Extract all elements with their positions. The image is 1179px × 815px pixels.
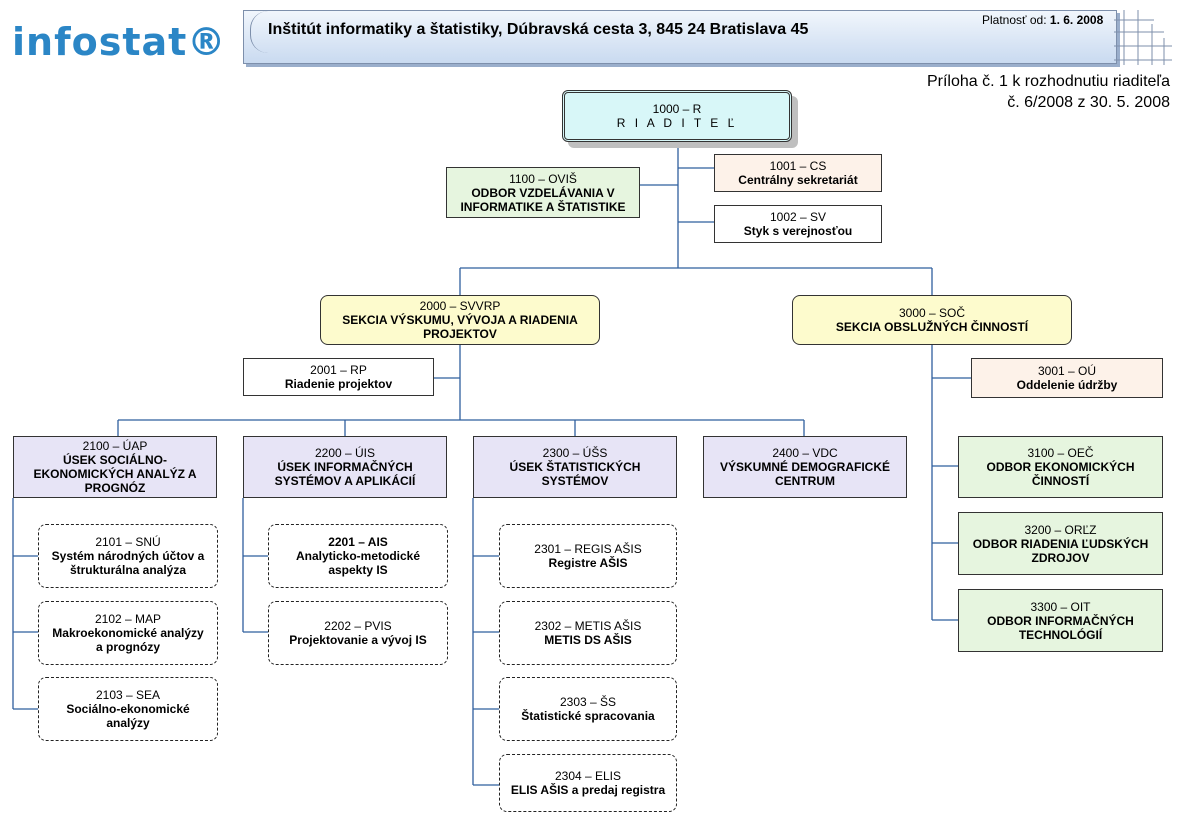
unit-name: Registre AŠIS (548, 556, 628, 570)
annex-line-1: Príloha č. 1 k rozhodnutiu riaditeľa (926, 73, 1170, 90)
unit-code: 3200 – ORĽZ (1024, 522, 1097, 537)
unit-2302-metis-ašis: 2302 – METIS AŠIS METIS DS AŠIS (499, 601, 677, 665)
unit-2304-elis: 2304 – ELIS ELIS AŠIS a predaj registra (499, 754, 677, 812)
unit-code: 3300 – OIT (1030, 599, 1091, 614)
unit-name: Styk s verejnosťou (743, 224, 853, 238)
unit-code: 2300 – ÚŠS (542, 446, 608, 460)
infostat-logo: infostat® (12, 20, 227, 64)
unit-name: ODBOR EKONOMICKÝCH ČINNOSTÍ (986, 460, 1135, 488)
unit-2103-sea: 2103 – SEA Sociálno-ekonomické analýzy (38, 677, 218, 741)
validity-date: 1. 6. 2008 (1049, 13, 1104, 27)
unit-name: METIS DS AŠIS (544, 633, 632, 647)
unit-2101-snú: 2101 – SNÚ Systém národných účtov a štru… (38, 524, 218, 588)
unit-name: Sociálno-ekonomické analýzy (66, 702, 190, 730)
unit-name: ODBOR VZDELÁVANIA V INFORMATIKE A ŠTATIS… (460, 185, 626, 214)
unit-2400-vdc: 2400 – VDC VÝSKUMNÉ DEMOGRAFICKÉ CENTRUM (703, 436, 907, 498)
unit-name: ELIS AŠIS a predaj registra (510, 783, 666, 797)
unit-name: R I A D I T E Ľ (616, 116, 738, 130)
unit-3200-orĺz: 3200 – ORĽZ ODBOR RIADENIA ĽUDSKÝCH ZDRO… (958, 512, 1163, 575)
unit-code: 2102 – MAP (94, 612, 162, 626)
unit-name: Analyticko-metodické aspekty IS (295, 549, 421, 577)
unit-code: 3000 – SOČ (898, 306, 966, 320)
unit-3300-oit: 3300 – OIT ODBOR INFORMAČNÝCH TECHNOLÓGI… (958, 589, 1163, 652)
unit-name: ODBOR INFORMAČNÝCH TECHNOLÓGIÍ (987, 613, 1134, 642)
unit-code: 2201 – AIS (328, 535, 388, 549)
unit-1000-director: 1000 – R R I A D I T E Ľ (562, 90, 792, 142)
unit-code: 2200 – ÚIS (314, 446, 376, 460)
unit-code: 2304 – ELIS (554, 769, 622, 783)
unit-2000-svvrp: 2000 – SVVRP SEKCIA VÝSKUMU, VÝVOJA A RI… (320, 295, 600, 345)
unit-2001-rp: 2001 – RP Riadenie projektov (243, 358, 434, 396)
unit-name: Riadenie projektov (284, 377, 393, 391)
unit-name: ODBOR RIADENIA ĽUDSKÝCH ZDROJOV (972, 536, 1149, 565)
unit-name: Projektovanie a vývoj IS (289, 633, 427, 647)
unit-2303-šs: 2303 – ŠS Štatistické spracovania (499, 677, 677, 741)
unit-name: Makroekonomické analýzy a prognózy (52, 626, 204, 654)
unit-2300-úšs: 2300 – ÚŠS ÚSEK ŠTATISTICKÝCH SYSTÉMOV (473, 436, 677, 498)
unit-code: 1100 – OVIŠ (509, 171, 577, 186)
unit-name: Štatistické spracovania (521, 709, 655, 723)
unit-3100-oeč: 3100 – OEČ ODBOR EKONOMICKÝCH ČINNOSTÍ (958, 436, 1163, 498)
unit-code: 1001 – CS (769, 159, 827, 173)
unit-code: 2100 – ÚAP (82, 439, 148, 453)
validity-label: Platnosť od: (982, 13, 1047, 27)
unit-code: 2101 – SNÚ (95, 535, 161, 549)
unit-1002-sv: 1002 – SV Styk s verejnosťou (714, 205, 882, 243)
validity: Platnosť od: 1. 6. 2008 (982, 13, 1103, 27)
header-curve (250, 11, 1111, 53)
unit-code: 2000 – SVVRP (419, 299, 501, 313)
unit-code: 2301 – REGIS AŠIS (534, 542, 642, 556)
annex-note: Príloha č. 1 k rozhodnutiu riaditeľa č. … (880, 71, 1170, 113)
unit-code: 2202 – PVIS (324, 619, 392, 633)
unit-code: 2400 – VDC (772, 446, 838, 460)
unit-name: ÚSEK ŠTATISTICKÝCH SYSTÉMOV (509, 460, 641, 488)
unit-name: ÚSEK INFORMAČNÝCH SYSTÉMOV A APLIKÁCIÍ (274, 460, 416, 488)
unit-name: SEKCIA OBSLUŽNÝCH ČINNOSTÍ (835, 320, 1029, 334)
unit-1001-cs: 1001 – CS Centrálny sekretariát (714, 154, 882, 192)
annex-line-2: č. 6/2008 z 30. 5. 2008 (1007, 94, 1170, 111)
unit-code: 2303 – ŠS (559, 695, 617, 709)
unit-name: SEKCIA VÝSKUMU, VÝVOJA A RIADENIA PROJEK… (342, 313, 578, 341)
unit-name: Oddelenie údržby (1016, 378, 1118, 392)
institute-title: Inštitút informatiky a štatistiky, Dúbra… (268, 21, 809, 38)
unit-2102-map: 2102 – MAP Makroekonomické analýzy a pro… (38, 601, 218, 665)
unit-code: 1002 – SV (769, 210, 827, 224)
corner-grid-icon (1114, 10, 1172, 65)
unit-code: 3100 – OEČ (1027, 446, 1094, 460)
unit-2201-ais: 2201 – AIS Analyticko-metodické aspekty … (268, 524, 448, 588)
header-bar (243, 10, 1117, 64)
unit-2200-úis: 2200 – ÚIS ÚSEK INFORMAČNÝCH SYSTÉMOV A … (243, 436, 447, 498)
unit-name: ÚSEK SOCIÁLNO-EKONOMICKÝCH ANALÝZ A PROG… (33, 453, 197, 495)
unit-2202-pvis: 2202 – PVIS Projektovanie a vývoj IS (268, 601, 448, 665)
unit-code: 3001 – OÚ (1037, 364, 1097, 378)
unit-code: 2302 – METIS AŠIS (534, 619, 642, 633)
unit-3000-soč: 3000 – SOČ SEKCIA OBSLUŽNÝCH ČINNOSTÍ (792, 295, 1072, 345)
unit-code: 2103 – SEA (95, 688, 161, 702)
unit-2301-regis-ašis: 2301 – REGIS AŠIS Registre AŠIS (499, 524, 677, 588)
unit-2100-úap: 2100 – ÚAP ÚSEK SOCIÁLNO-EKONOMICKÝCH AN… (13, 436, 217, 498)
unit-name: Systém národných účtov a štrukturálna an… (51, 549, 205, 577)
unit-code: 1000 – R (652, 102, 702, 116)
unit-code: 2001 – RP (310, 363, 367, 377)
unit-1100-oviš: 1100 – OVIŠ ODBOR VZDELÁVANIA V INFORMAT… (446, 167, 640, 218)
unit-3001-oú: 3001 – OÚ Oddelenie údržby (971, 358, 1163, 398)
unit-name: Centrálny sekretariát (738, 173, 858, 187)
unit-name: VÝSKUMNÉ DEMOGRAFICKÉ CENTRUM (719, 460, 890, 488)
